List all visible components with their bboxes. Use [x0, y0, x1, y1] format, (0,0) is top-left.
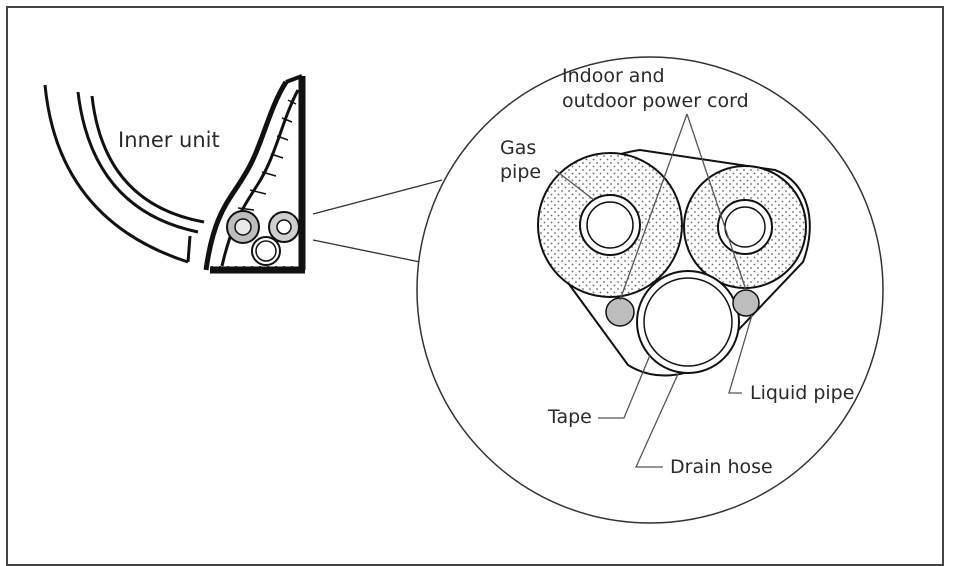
leader-tape — [598, 354, 651, 419]
label-power-cord-line2: outdoor power cord — [562, 90, 749, 112]
piping-diagram — [43, 56, 884, 524]
leader-gas-pipe — [554, 169, 595, 201]
power-cord-left — [605, 297, 635, 327]
label-drain-hose: Drain hose — [670, 456, 773, 478]
gas-pipe — [537, 152, 683, 298]
label-inner-unit: Inner unit — [118, 128, 220, 152]
leader-power-cord-left — [619, 113, 688, 301]
zoom-connector-lines — [312, 179, 443, 263]
power-cord-right — [732, 289, 760, 317]
bracket-hatching — [211, 99, 297, 272]
leader-liquid-pipe — [728, 314, 753, 394]
leader-lines — [554, 113, 753, 468]
drain-hose — [636, 270, 740, 374]
label-power-cord-line1: Indoor and — [562, 65, 665, 87]
small-pipe-bundle — [226, 210, 300, 266]
label-gas-pipe-line2: pipe — [500, 161, 542, 183]
label-gas-pipe-line1: Gas — [500, 137, 537, 159]
leader-power-cord-right — [686, 113, 747, 291]
inner-unit-housing — [43, 84, 205, 264]
label-liquid-pipe: Liquid pipe — [750, 382, 855, 404]
liquid-pipe — [683, 165, 807, 289]
label-tape: Tape — [548, 406, 592, 428]
leader-drain-hose — [634, 373, 679, 468]
diagram-stage: Inner unit Indoor and outdoor power cord… — [6, 6, 944, 566]
